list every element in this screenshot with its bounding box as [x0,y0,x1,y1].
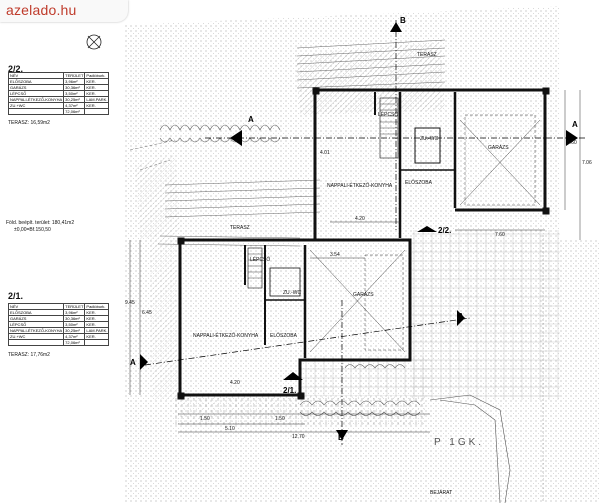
room-label-hall-a: ELŐSZOBA [405,180,432,186]
room-label-wc-b: ZU.-WC [283,290,302,296]
room-label-living-b: NAPPALI-ÉTKEZŐ-KONYHA [193,333,259,339]
room-label-hall-b: ELŐSZOBA [270,333,297,339]
section-label: A [248,115,254,124]
dimension-label: 9.45 [125,300,135,306]
section-label: A [458,312,464,321]
dimension-label: 5.60 [567,140,577,146]
room-label-stair-b: LÉPCSŐ [250,257,271,263]
dimension-label: 4.01 [320,150,330,156]
street-label: BEJÁRAT [430,490,453,496]
dimension-label: 12.70 [292,434,305,440]
dimension-label: 3.54 [330,252,340,258]
table-total-row: 72,06m² [7,108,110,115]
dimension-label: 4.20 [355,216,365,222]
section-label: B [338,433,344,442]
table-total-row: 72,06m² [7,339,110,346]
unit-b-title: 2/1. [8,291,24,301]
north-arrow-icon [86,34,102,50]
dimension-label: 4.20 [230,380,240,386]
unit-a-title: 2/2. [8,64,24,74]
room-label-living-a: NAPPALI-ÉTKEZŐ-KONYHA [327,183,393,189]
dimension-label: 1.50 [275,416,285,422]
terrace-slats [129,39,446,247]
section-label: A [572,120,578,129]
site-ground [125,6,600,503]
dimension-label: 1.50 [200,416,210,422]
built-area: Föld. beépít. terület: 180,41m2 [6,220,75,226]
unit-b-terrace: TERASZ: 17,76m2 [8,352,50,358]
unit-a-terrace: TERASZ: 16,59m2 [8,120,50,126]
level-reference: ±0,00=Bf.150,50 [14,227,51,233]
dimension-lines [129,90,581,433]
unit-marker: 2/1. [283,386,297,395]
building-walls [177,87,550,400]
dimension-label: 7.60 [495,232,505,238]
watermark-badge: azelado.hu [0,0,128,22]
room-label-wc-a: ZU.-WC [420,136,439,142]
section-label: B [400,16,406,25]
dimension-label: 5.10 [225,426,235,432]
dimension-label: 7.06 [582,160,592,166]
parking-label: P 1GK. [434,437,485,448]
section-label: A [130,358,136,367]
unit-marker: 2/2. [438,226,452,235]
room-label-garage-b: GARÁZS [353,292,374,298]
section-lines [144,20,585,445]
room-label-terrace-a: TERASZ [417,52,437,58]
watermark-text: azelado.hu [6,2,77,18]
room-label-stair-a: LÉPCSŐ [378,112,399,118]
room-label-terrace-b: TERASZ [230,225,250,231]
section-markers [140,22,578,440]
dimension-label: 6.45 [142,310,152,316]
room-label-garage-a: GARÁZS [488,145,509,151]
